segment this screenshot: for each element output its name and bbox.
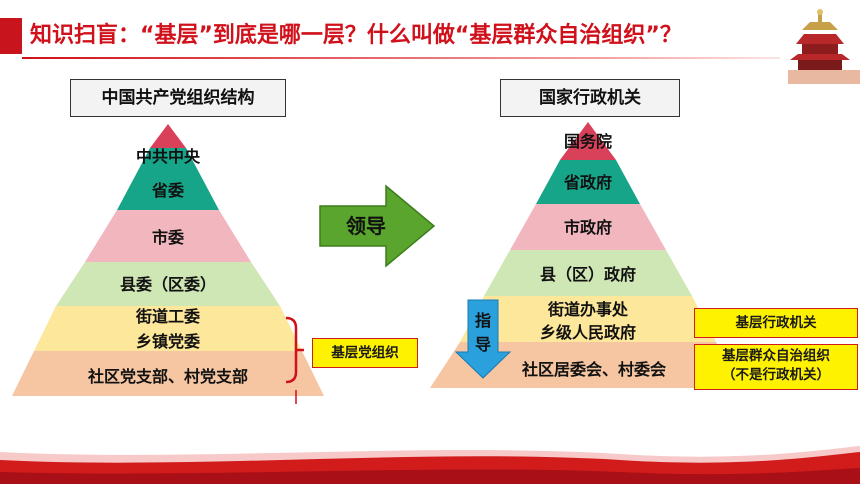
state-label-council: 国务院 <box>564 132 612 151</box>
state-label-city: 市政府 <box>564 218 612 237</box>
party-label-street: 街道工委 <box>135 307 201 326</box>
lead-arrow-label: 领导 <box>346 214 386 238</box>
guide-arrow-icon <box>454 299 512 379</box>
page-title: 知识扫盲：“基层”到底是哪一层？什么叫做“基层群众自治组织”？ <box>30 23 682 48</box>
party-level-province <box>117 148 219 210</box>
grassroots-party-box-text: 基层党组织 <box>331 345 399 361</box>
lead-arrow-icon <box>319 184 436 268</box>
party-level-street <box>34 306 302 351</box>
state-label-county: 县（区）政府 <box>540 265 636 284</box>
state-organs-heading-text: 国家行政机关 <box>539 88 641 108</box>
self-govern-box-line2: （不是行政机关） <box>722 367 830 383</box>
party-label-county: 县委（区委） <box>120 275 216 294</box>
grassroots-admin-box: 基层行政机关 <box>694 308 858 338</box>
state-label-street: 街道办事处 <box>547 300 629 319</box>
state-level-street <box>460 296 716 342</box>
guide-arrow-label-top: 指 <box>475 311 491 330</box>
party-label-community: 社区党支部、村党支部 <box>87 367 248 386</box>
party-structure-heading: 中国共产党组织结构 <box>70 79 286 117</box>
title-underline <box>22 57 852 59</box>
footer-wave-decoration <box>0 446 860 484</box>
party-structure-heading-text: 中国共产党组织结构 <box>101 88 255 108</box>
self-govern-box-line1: 基层群众自治组织 <box>722 348 830 364</box>
state-level-county <box>484 250 692 296</box>
self-govern-box: 基层群众自治组织 （不是行政机关） <box>694 344 858 390</box>
party-label-city: 市委 <box>152 228 185 247</box>
state-label-province: 省政府 <box>563 173 612 192</box>
state-level-city <box>510 204 666 250</box>
title-bar: 知识扫盲：“基层”到底是哪一层？什么叫做“基层群众自治组织”？ <box>0 8 860 60</box>
party-level-county <box>56 262 280 306</box>
state-organs-heading: 国家行政机关 <box>500 79 680 117</box>
party-level-community <box>12 351 324 396</box>
party-label-central: 中共中央 <box>136 147 201 166</box>
state-label-township: 乡级人民政府 <box>540 323 636 342</box>
grassroots-admin-box-text: 基层行政机关 <box>735 315 817 331</box>
state-label-community: 社区居委会、村委会 <box>521 360 666 379</box>
grassroots-party-box: 基层党组织 <box>312 338 418 368</box>
party-label-province: 省委 <box>151 181 185 200</box>
guide-arrow-label-bottom: 导 <box>475 335 491 354</box>
party-level-central <box>150 124 186 148</box>
party-level-city <box>85 210 251 262</box>
temple-decoration-icon <box>780 0 860 84</box>
party-label-township: 乡镇党委 <box>136 332 201 351</box>
state-level-province <box>536 160 640 204</box>
state-level-council <box>560 122 616 160</box>
title-accent-stripe <box>0 18 22 54</box>
